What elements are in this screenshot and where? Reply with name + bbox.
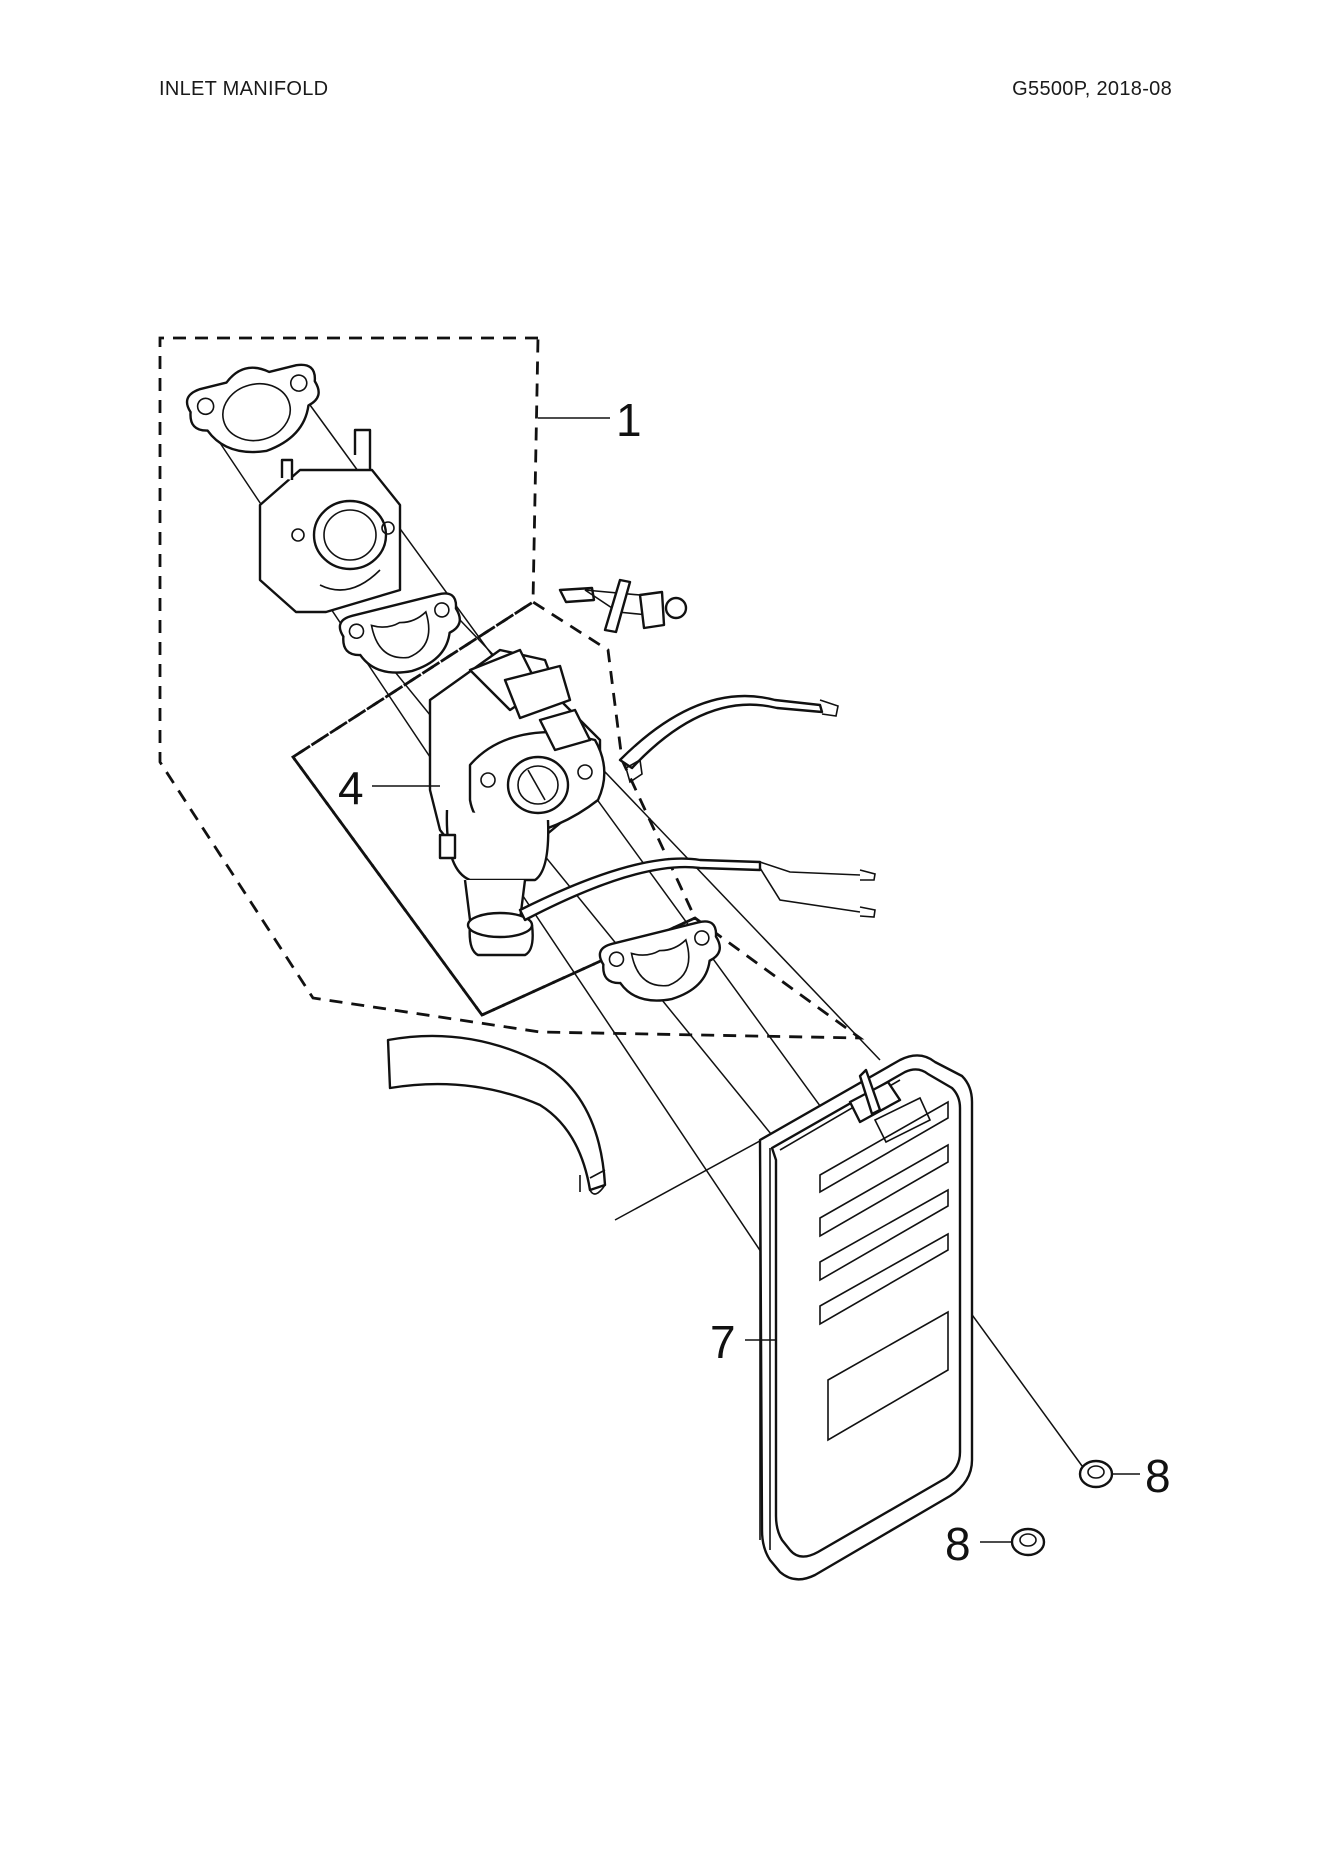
callout-4: 4 [338, 762, 364, 814]
flange-gasket-middle [338, 592, 461, 674]
air-filter-housing [758, 1054, 974, 1581]
flange-nut-lower [1010, 1527, 1046, 1557]
page-title: INLET MANIFOLD [159, 78, 329, 100]
carburetor [428, 578, 688, 957]
callout-8b: 8 [945, 1518, 971, 1570]
leader-lines [372, 417, 1140, 1543]
flange-gasket-top [185, 363, 320, 454]
insulator-spacer [258, 428, 402, 614]
model-date: G5500P, 2018-08 [1012, 78, 1172, 100]
callout-8a: 8 [1145, 1450, 1171, 1502]
fuel-hose-upper [618, 694, 839, 784]
flange-gasket-lower [598, 920, 721, 1002]
flange-nut-upper [1078, 1459, 1114, 1489]
fuel-hose-lower [518, 857, 876, 922]
breather-tube [386, 1034, 607, 1195]
callout-7: 7 [710, 1316, 736, 1368]
callout-1: 1 [616, 394, 642, 446]
